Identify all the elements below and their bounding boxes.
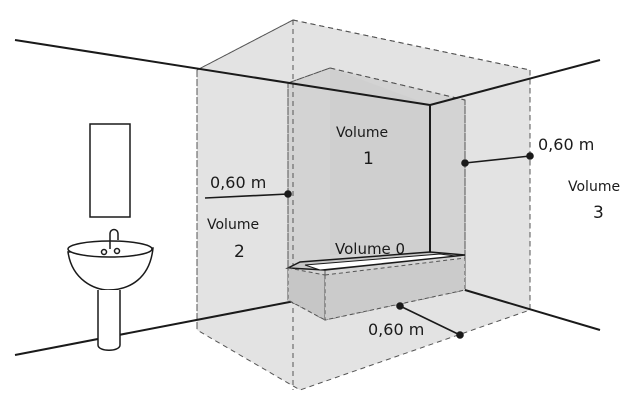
bathtub xyxy=(285,251,466,321)
volume-2-word: Volume xyxy=(207,217,260,233)
distance-bottom: 0,60 m xyxy=(368,320,425,339)
mirror xyxy=(89,123,131,218)
zone-edges xyxy=(196,19,531,390)
volume-2-number: 2 xyxy=(234,242,245,262)
distance-right: 0,60 m xyxy=(538,135,595,154)
volume-1-word: Volume xyxy=(336,125,389,141)
sink xyxy=(67,228,154,351)
volume-1-back-face xyxy=(330,68,430,255)
distance-leaders xyxy=(204,152,534,339)
volume-3-number: 3 xyxy=(593,203,604,223)
volume-1-number: 1 xyxy=(363,149,374,169)
room-lines xyxy=(14,39,601,356)
volume-3-word: Volume xyxy=(568,179,621,195)
distance-left: 0,60 m xyxy=(210,173,267,192)
volume-0-label: Volume 0 xyxy=(335,240,406,258)
